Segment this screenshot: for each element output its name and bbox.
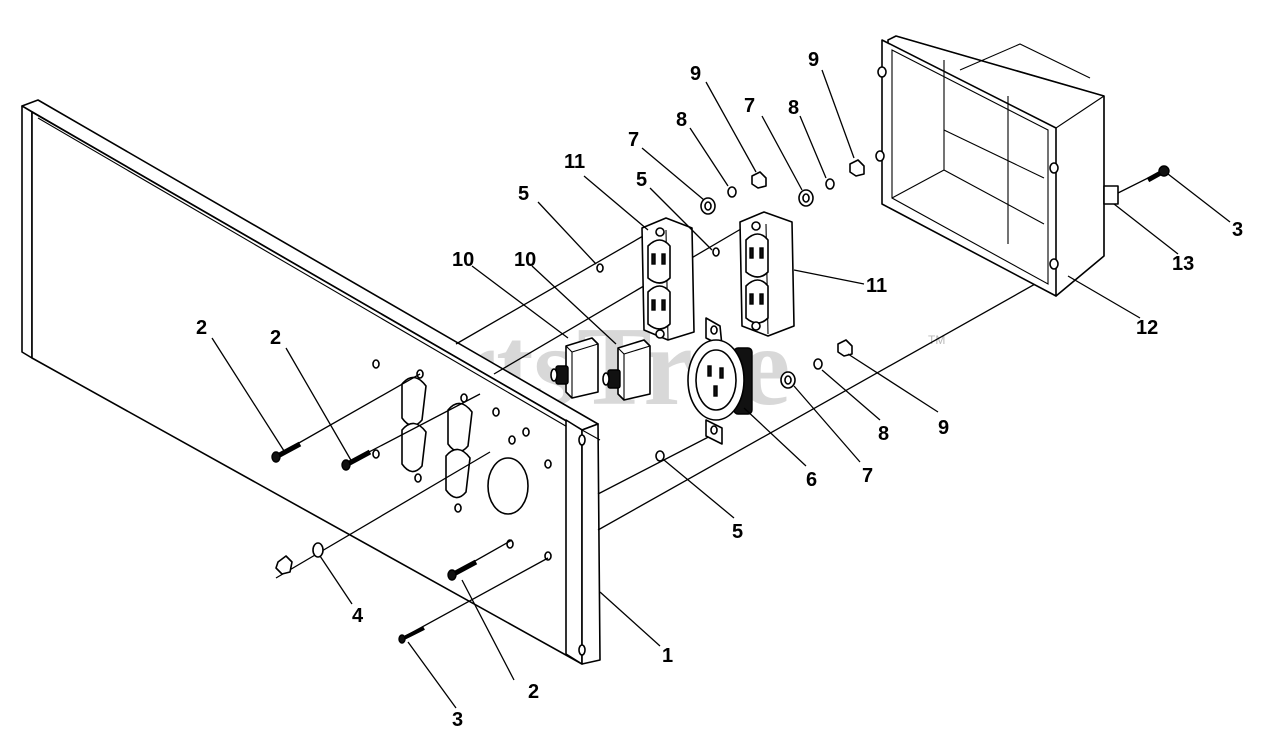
electrical-box-12 xyxy=(875,35,1119,297)
callout-12: 12 xyxy=(1136,317,1158,339)
twist-lock-receptacle-6 xyxy=(687,317,753,445)
callout-8-left: 8 xyxy=(676,109,687,131)
callout-10-left: 10 xyxy=(452,249,474,271)
callout-4: 4 xyxy=(352,605,364,627)
callout-2-upper-left: 2 xyxy=(196,317,207,339)
hardware-upper-left-stack xyxy=(596,171,767,273)
callout-labels: 1 2 2 2 3 3 4 5 5 5 6 7 7 7 8 8 8 9 9 9 … xyxy=(196,49,1243,731)
hardware-lower-stack xyxy=(655,339,853,462)
washer-4 xyxy=(275,542,324,575)
circuit-breaker-10-left xyxy=(550,337,599,399)
callout-5-upper: 5 xyxy=(518,183,529,205)
callout-8-lower: 8 xyxy=(878,423,889,445)
callout-9-left: 9 xyxy=(690,63,701,85)
callout-5-lower: 5 xyxy=(732,521,743,543)
duplex-receptacle-11-left xyxy=(641,217,695,341)
callout-10-right: 10 xyxy=(514,249,536,271)
screw-2-upper-mid xyxy=(341,449,372,471)
screw-3-right xyxy=(1146,165,1170,183)
hardware-upper-right-stack xyxy=(712,159,865,257)
callout-11-left: 11 xyxy=(564,151,585,173)
callout-2-lower: 2 xyxy=(528,681,539,703)
screw-3-lower-left xyxy=(398,626,425,644)
callout-7-lower: 7 xyxy=(862,465,873,487)
callout-7-right: 7 xyxy=(744,95,755,117)
callout-7-left: 7 xyxy=(628,129,639,151)
callout-6: 6 xyxy=(806,469,817,491)
screw-2-upper-left xyxy=(271,441,302,463)
callout-3-right: 3 xyxy=(1232,219,1243,241)
callout-leaders xyxy=(211,69,1231,709)
callout-5-mid: 5 xyxy=(636,169,647,191)
callout-9-right: 9 xyxy=(808,49,819,71)
callout-8-right: 8 xyxy=(788,97,799,119)
screw-2-lower xyxy=(447,559,478,581)
callout-1: 1 xyxy=(662,645,673,667)
callout-13: 13 xyxy=(1172,253,1194,275)
circuit-breaker-10-right xyxy=(602,339,651,401)
duplex-receptacle-11-right xyxy=(739,211,795,337)
callout-11-right: 11 xyxy=(866,275,887,297)
callout-3-lower: 3 xyxy=(452,709,463,731)
callout-9-lower: 9 xyxy=(938,417,949,439)
control-panel xyxy=(21,99,601,665)
callout-2-upper-mid: 2 xyxy=(270,327,281,349)
